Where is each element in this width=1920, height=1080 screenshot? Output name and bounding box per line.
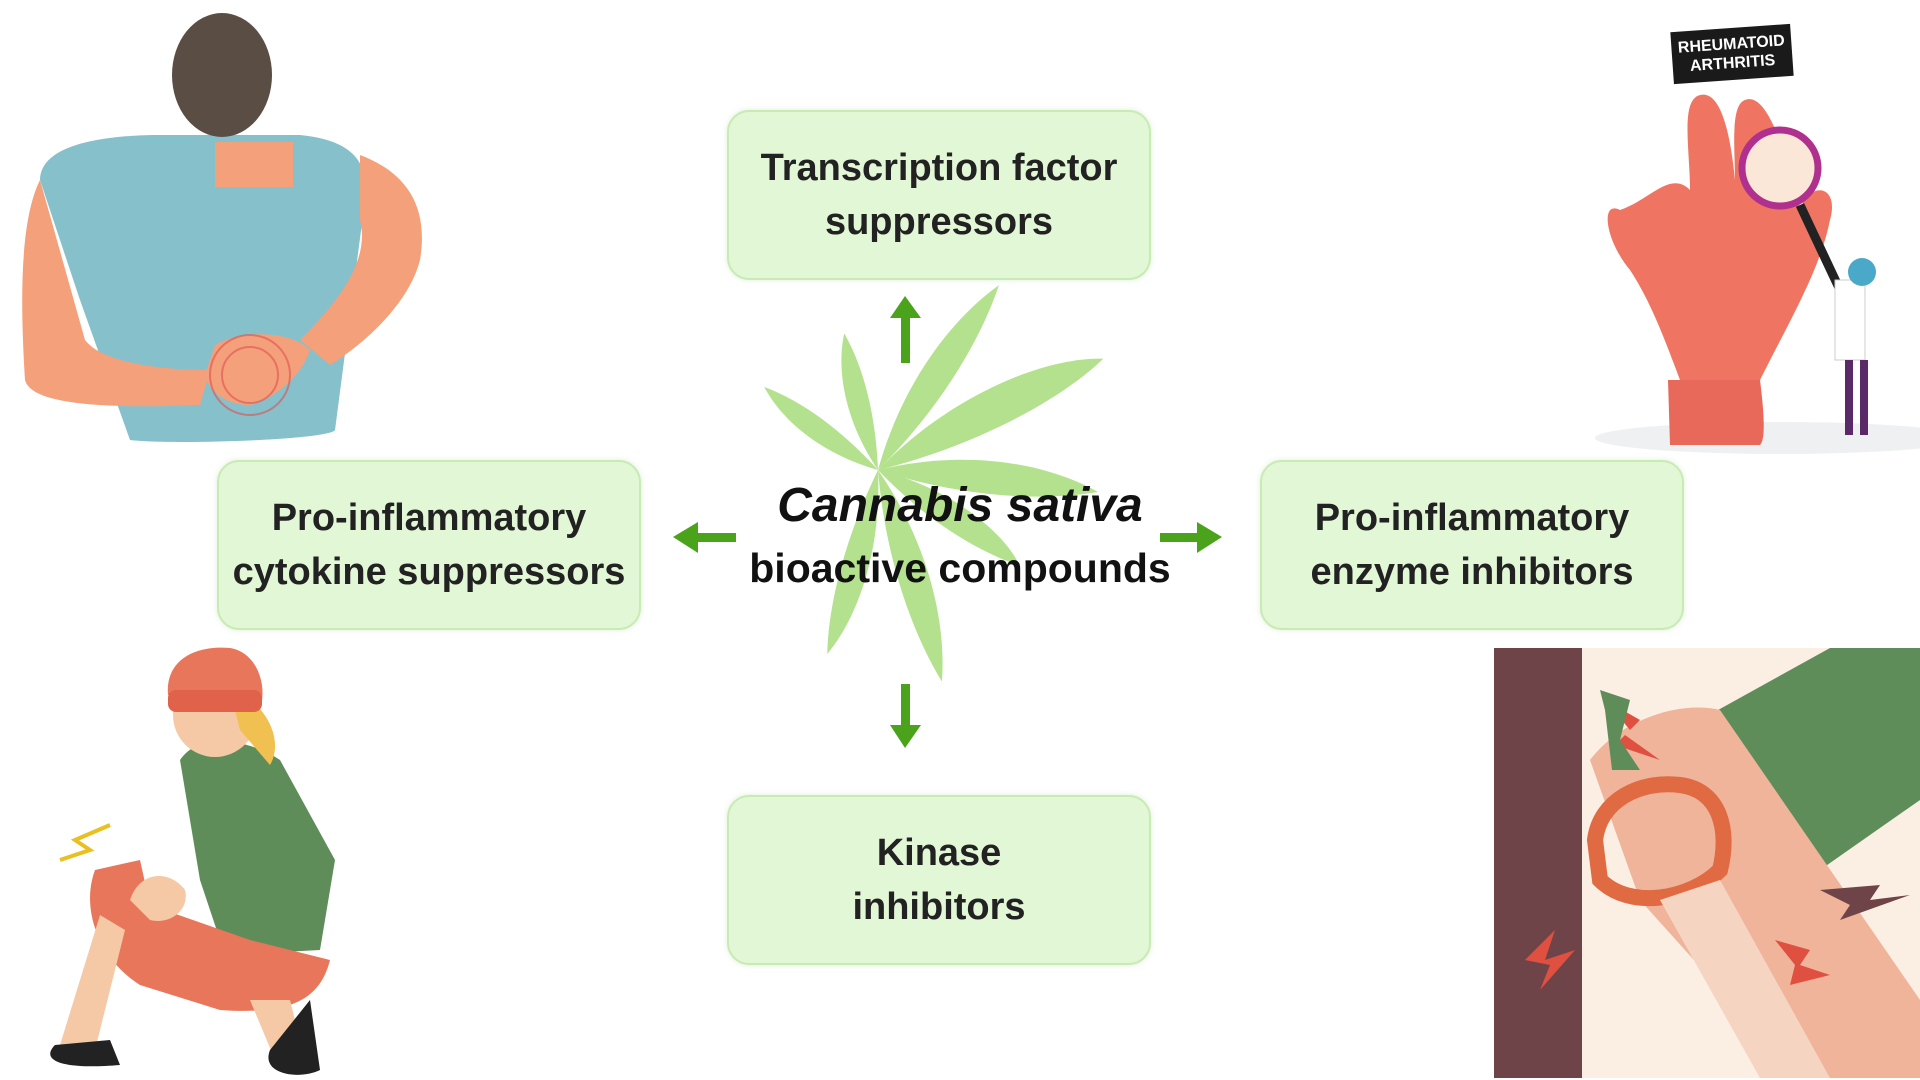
center-title: Cannabis sativa — [777, 479, 1143, 532]
cytokine-suppressors-box: Pro-inflammatory cytokine suppressors — [217, 460, 641, 630]
rheumatoid-arthritis-badge: RHEUMATOID ARTHRITIS — [1670, 23, 1794, 85]
arrows — [673, 296, 1222, 748]
box-bottom-line1: Kinase — [876, 832, 1002, 874]
rheumatoid-hand-illustration — [1595, 94, 1920, 454]
knee-joint-illustration — [1494, 648, 1920, 1078]
box-left-line2: cytokine suppressors — [232, 551, 626, 593]
box-right-line2: enzyme inhibitors — [1310, 551, 1634, 593]
box-left-line1: Pro-inflammatory — [271, 497, 587, 539]
box-right-line1: Pro-inflammatory — [1314, 497, 1630, 539]
transcription-factor-box: Transcription factor suppressors — [727, 110, 1151, 280]
box-top-line1: Transcription factor — [760, 147, 1118, 189]
knee-pain-illustration — [50, 647, 335, 1075]
back-pain-illustration — [22, 13, 422, 442]
kinase-inhibitors-box: Kinase inhibitors — [727, 795, 1151, 965]
center-subtitle: bioactive compounds — [749, 545, 1171, 591]
box-top-line2: suppressors — [824, 201, 1054, 243]
enzyme-inhibitors-box: Pro-inflammatory enzyme inhibitors — [1260, 460, 1684, 630]
box-bottom-line2: inhibitors — [852, 886, 1026, 928]
